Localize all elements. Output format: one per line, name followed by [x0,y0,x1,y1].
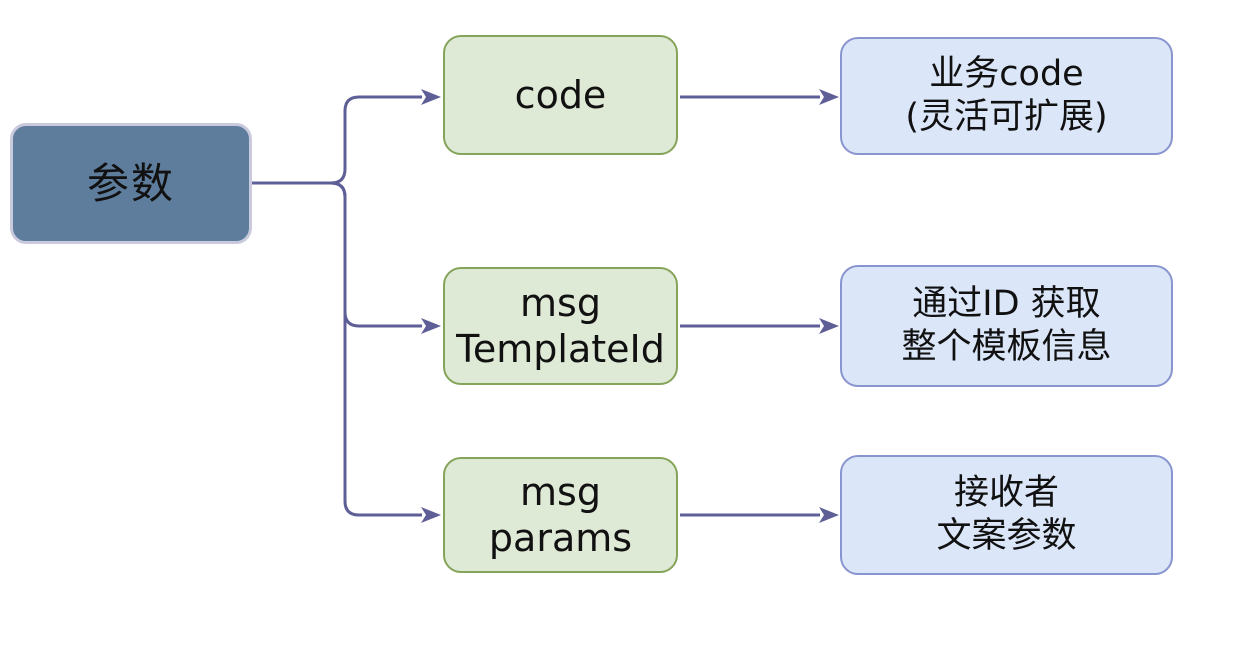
connector-root-to-msgparams [252,181,441,523]
node-desc-business-code: 业务code (灵活可扩展) [840,37,1173,155]
connector-root-to-code [252,89,441,185]
node-key-msg-params: msg params [443,457,678,573]
node-root-params: 参数 [10,123,252,244]
node-desc-template-info: 通过ID 获取 整个模板信息 [840,265,1173,387]
connector-root-to-msgtemplateid [252,181,441,334]
node-desc-receiver-copy-params: 接收者 文案参数 [840,455,1173,575]
node-key-code: code [443,35,678,155]
node-key-msg-templateid: msg TemplateId [443,267,678,385]
